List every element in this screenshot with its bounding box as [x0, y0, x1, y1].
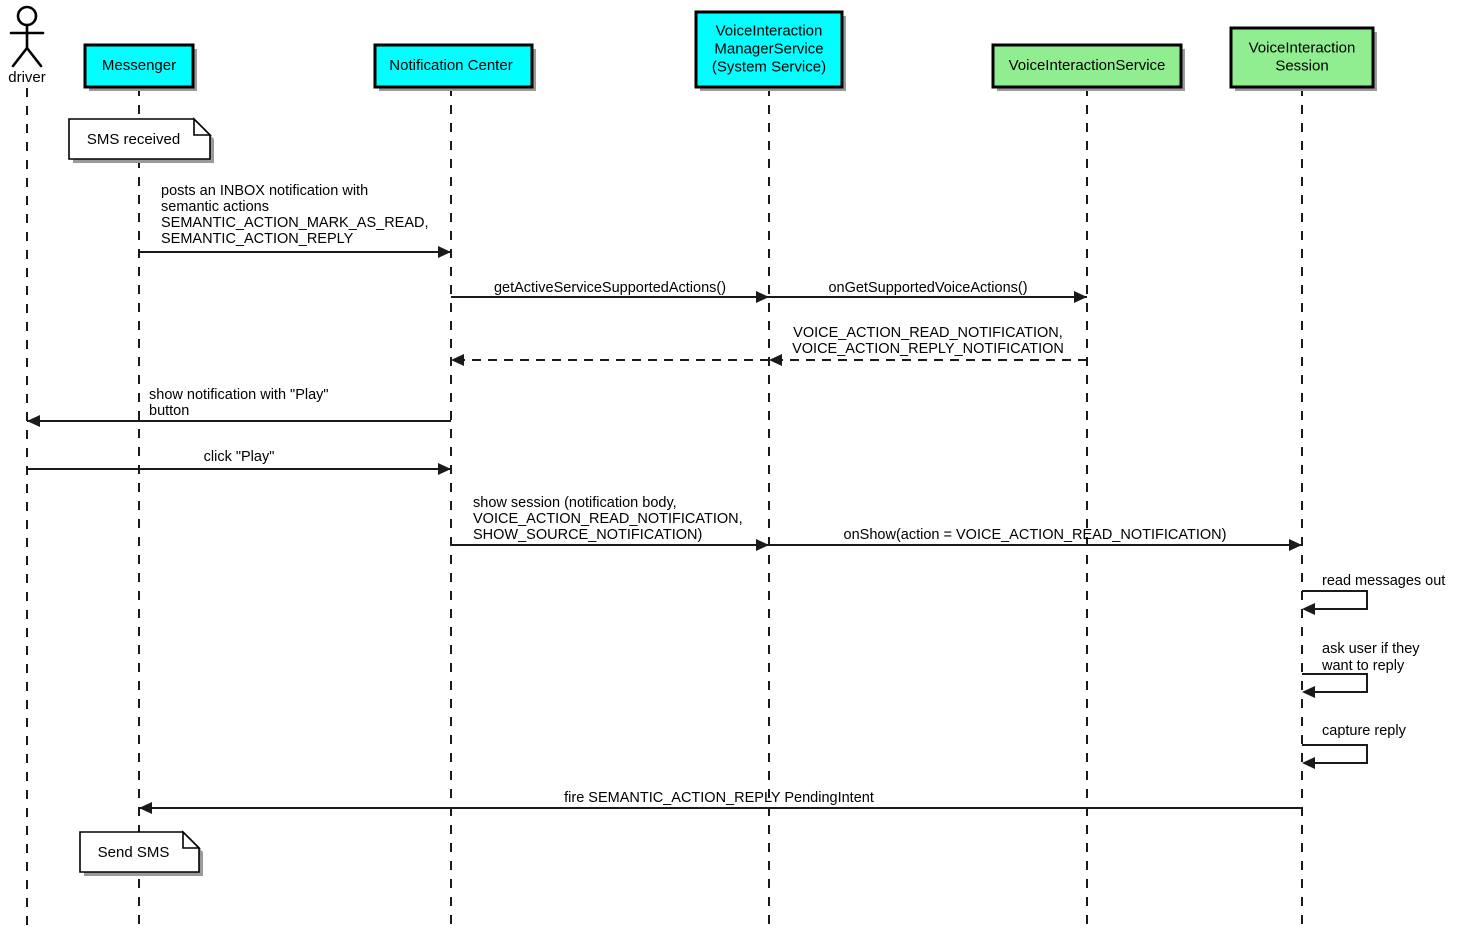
selfcall-capture-reply-label: capture reply — [1322, 723, 1407, 739]
msg-get-active-service-supported-actions[interactable]: getActiveServiceSupportedActions() — [451, 280, 769, 303]
msg-show-session[interactable]: show session (notification body,VOICE_AC… — [451, 495, 769, 551]
note-sms-received: SMS received — [68, 117, 214, 163]
msg-post-inbox-notification-label: semantic actions — [161, 199, 269, 215]
note-sms-received-fold-corner — [193, 117, 212, 136]
msg-post-inbox-notification-label: SEMANTIC_ACTION_MARK_AS_READ, — [161, 215, 429, 231]
selfcall-read-messages-out-label: read messages out — [1322, 573, 1445, 589]
msg-show-session-label: VOICE_ACTION_READ_NOTIFICATION, — [473, 511, 743, 527]
selfcall-read-messages-out[interactable]: read messages out — [1302, 573, 1445, 615]
participant-box-voice-interaction-manager-service[interactable] — [694, 10, 844, 89]
selfcall-ask-user-if-they-want-to-reply-arrowhead — [1302, 686, 1315, 698]
msg-post-inbox-notification-label: SEMANTIC_ACTION_REPLY — [161, 231, 354, 247]
participant-messenger[interactable]: Messenger — [83, 43, 197, 91]
selfcall-ask-user-if-they-want-to-reply-loop[interactable] — [1302, 673, 1368, 693]
msg-fire-semantic-action-reply-pending-intent[interactable]: fire SEMANTIC_ACTION_REPLY PendingIntent — [139, 790, 1302, 814]
selfcall-read-messages-out-loop[interactable] — [1302, 590, 1368, 610]
participant-label-messenger: Messenger — [102, 57, 176, 74]
msg-show-session-arrowhead — [756, 539, 769, 551]
note-sms-received-body — [68, 118, 211, 160]
msg-return-voice-actions-to-notification-center[interactable] — [451, 354, 769, 366]
msg-on-show[interactable]: onShow(action = VOICE_ACTION_READ_NOTIFI… — [769, 527, 1302, 551]
msg-on-show-arrowhead — [1289, 539, 1302, 551]
selfcall-capture-reply-loop[interactable] — [1302, 744, 1368, 764]
msg-on-show-label: onShow(action = VOICE_ACTION_READ_NOTIFI… — [844, 527, 1227, 543]
participant-label-voice-interaction-manager-service: (System Service) — [712, 58, 826, 75]
msg-on-get-supported-voice-actions-label: onGetSupportedVoiceActions() — [828, 280, 1027, 296]
selfcall-ask-user-if-they-want-to-reply-label: ask user if they — [1322, 641, 1420, 657]
msg-show-session-label: show session (notification body, — [473, 495, 677, 511]
selfcall-ask-user-if-they-want-to-reply-label: want to reply — [1321, 658, 1405, 674]
msg-return-voice-actions-label: VOICE_ACTION_READ_NOTIFICATION, — [793, 325, 1063, 341]
participant-label-voice-interaction-manager-service: ManagerService — [714, 40, 823, 57]
note-send-sms-fold-corner — [182, 830, 201, 849]
msg-show-notification-with-play-button-label: button — [149, 403, 189, 419]
note-send-sms-text: Send SMS — [98, 844, 170, 861]
participant-box-voice-interaction-service[interactable] — [991, 43, 1183, 89]
msg-return-voice-actions[interactable]: VOICE_ACTION_READ_NOTIFICATION,VOICE_ACT… — [769, 325, 1087, 366]
participant-label-voice-interaction-service: VoiceInteractionService — [1009, 57, 1166, 74]
selfcall-read-messages-out-arrowhead — [1302, 603, 1315, 615]
note-sms-received-text: SMS received — [87, 131, 180, 148]
participant-notification-center[interactable]: Notification Center — [373, 43, 536, 91]
participant-voice-interaction-service[interactable]: VoiceInteractionService — [991, 43, 1185, 91]
note-send-sms: Send SMS — [79, 830, 203, 876]
msg-click-play-label: click "Play" — [204, 449, 275, 465]
msg-get-active-service-supported-actions-arrowhead — [756, 291, 769, 303]
msg-on-get-supported-voice-actions-arrowhead — [1074, 291, 1087, 303]
msg-return-voice-actions-arrowhead — [769, 354, 782, 366]
msg-show-session-label: SHOW_SOURCE_NOTIFICATION) — [473, 527, 702, 543]
participant-label-voice-interaction-session: Session — [1275, 57, 1328, 74]
msg-click-play[interactable]: click "Play" — [27, 449, 451, 475]
msg-show-notification-with-play-button-arrowhead — [27, 415, 40, 427]
selfcall-capture-reply[interactable]: capture reply — [1302, 723, 1407, 769]
msg-post-inbox-notification[interactable]: posts an INBOX notification withsemantic… — [139, 183, 451, 258]
participant-label-notification-center: Notification Center — [389, 57, 512, 74]
msg-on-get-supported-voice-actions[interactable]: onGetSupportedVoiceActions() — [769, 280, 1087, 303]
participant-box-messenger[interactable] — [83, 43, 195, 89]
selfcall-capture-reply-arrowhead — [1302, 757, 1315, 769]
lifelines-group — [26, 87, 1303, 929]
participants-group: Messenger Notification Center VoiceInterac… — [83, 10, 1377, 91]
msg-post-inbox-notification-arrowhead — [438, 246, 451, 258]
msg-fire-semantic-action-reply-pending-intent-label: fire SEMANTIC_ACTION_REPLY PendingIntent — [564, 790, 874, 806]
msg-show-notification-with-play-button-label: show notification with "Play" — [149, 387, 329, 403]
msg-return-voice-actions-to-notification-center-arrowhead — [451, 354, 464, 366]
msg-show-notification-with-play-button[interactable]: show notification with "Play"button — [27, 387, 451, 427]
participant-label-voice-interaction-manager-service: VoiceInteraction — [716, 22, 823, 39]
participant-label-voice-interaction-session: VoiceInteraction — [1249, 39, 1356, 56]
stick-figure-actor-icon — [9, 5, 45, 68]
participant-box-voice-interaction-session[interactable] — [1229, 26, 1375, 89]
actor-label-driver: driver — [8, 69, 46, 86]
msg-fire-semantic-action-reply-pending-intent-arrowhead — [139, 802, 152, 814]
note-send-sms-body — [79, 831, 200, 873]
msg-click-play-arrowhead — [438, 463, 451, 475]
participant-box-notification-center[interactable] — [373, 43, 534, 89]
actor-group: driver — [8, 5, 46, 86]
msg-post-inbox-notification-label: posts an INBOX notification with — [161, 183, 368, 199]
msg-get-active-service-supported-actions-label: getActiveServiceSupportedActions() — [494, 280, 726, 296]
msg-return-voice-actions-label: VOICE_ACTION_REPLY_NOTIFICATION — [792, 341, 1064, 357]
messages-group: posts an INBOX notification withsemantic… — [27, 183, 1302, 814]
